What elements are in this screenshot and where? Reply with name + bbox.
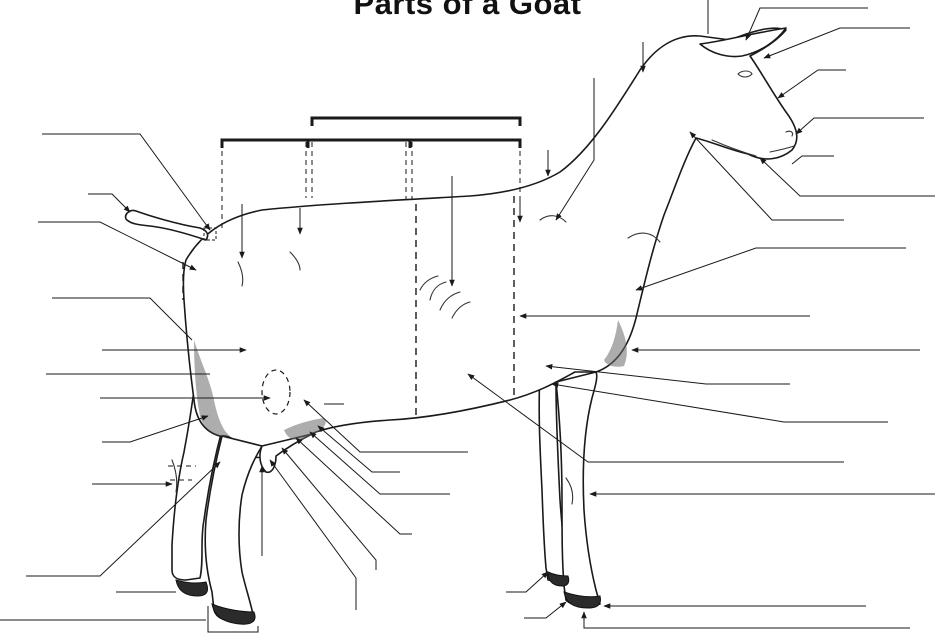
near-front-leg — [556, 372, 600, 606]
ear — [700, 28, 786, 57]
far-hind-hoof — [176, 580, 208, 596]
goat-body-outline — [183, 28, 796, 457]
tail — [126, 211, 208, 240]
